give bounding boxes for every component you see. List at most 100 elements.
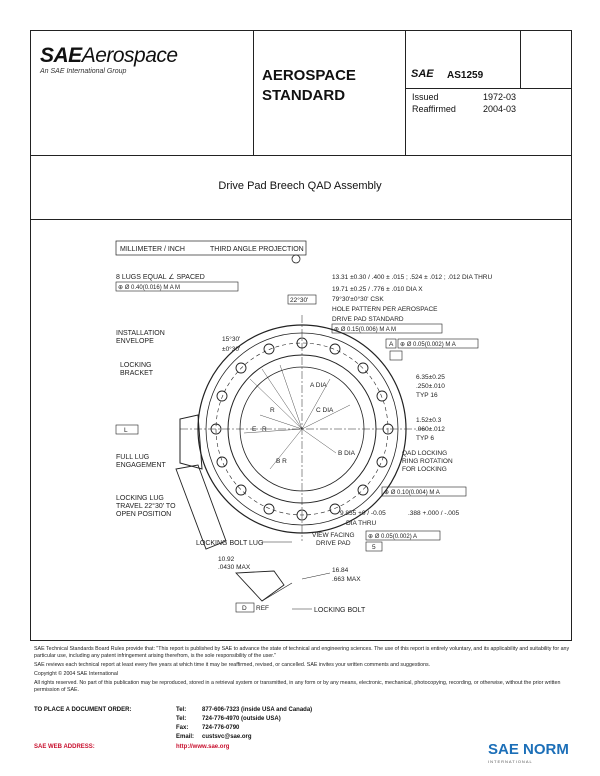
bolt-hole [329,343,341,355]
qad-ring-2: RING ROTATION [402,458,453,465]
bolt-hole [216,390,228,402]
label-r2: R [262,426,267,433]
sae-norm-sub: INTERNATIONAL [488,759,533,764]
bolt-hole [263,343,275,355]
dim-663: .663 MAX [332,576,361,583]
install-env-1: INSTALLATION [116,330,165,337]
label-cdia: C DIA [316,407,334,414]
bolt-hole [216,456,228,468]
view-facing-2: DRIVE PAD [316,540,351,547]
dim-0430: .0430 MAX [218,564,251,571]
frame-a-small-box [389,350,403,361]
radial-leaders [243,364,351,470]
lugs-frame: ⊕ Ø 0.40(0.016) M A M [118,285,180,291]
logo-aerospace: Aerospace [81,44,178,67]
footer-notice: SAE Technical Standards Board Rules prov… [34,646,574,694]
footer-copyright: Copyright © 2004 SAE International [34,671,118,677]
units-box [115,240,307,256]
bolt-hole [235,484,247,496]
locking-travel-3: OPEN POSITION [116,511,171,518]
footer-review: SAE reviews each technical report at lea… [34,662,431,668]
header-divider-left [253,30,254,156]
frame-5: 5 [372,544,376,551]
projection-note: THIRD ANGLE PROJECTION [210,246,304,253]
projection-symbol [291,254,301,264]
flange-assembly [175,315,430,550]
dim-635: 6.35±0.25 [416,374,445,381]
qad-ring-1: QAD LOCKING [402,450,447,457]
bolt-pattern-3: 79°30'±0°30' CSK [332,295,384,303]
label-e: E [252,426,257,433]
order-label: TO PLACE A DOCUMENT ORDER: [34,707,132,713]
typ-6: TYP 6 [416,435,434,442]
tel2-label: Tel: [176,716,187,722]
lugs-note: 8 LUGS EQUAL ∠ SPACED [116,273,205,281]
label-br: B R [276,458,287,465]
dim-060: .060±.012 [416,426,445,433]
full-lug-2: ENGAGEMENT [116,462,167,469]
dim-152: 1.52±0.3 [416,417,442,424]
standard-line-1: AEROSPACE [262,67,356,84]
standard-line-2: STANDARD [262,87,346,104]
angle-15: 15°30' [222,335,240,343]
frame-c-box [365,530,441,541]
label-adia: A DIA [310,382,327,389]
angle-15-tol: ±0°30' [222,345,240,353]
bolt-hole [357,484,369,496]
dim-1684: 16.84 [332,567,349,574]
angle-22-box [287,294,317,305]
frame-b-box [381,486,467,497]
footer-rules: SAE Technical Standards Board Rules prov… [34,646,570,659]
locking-bolt-lug: LOCKING BOLT LUG [196,540,263,547]
reaffirmed-label: Reaffirmed [412,104,456,114]
frame-005: ⊕ Ø 0.05(0.002) M A [400,342,456,348]
footer-rights: All rights reserved. No part of this pub… [34,680,561,693]
header-divider-right [405,30,406,156]
web-link[interactable]: http://www.sae.org [176,744,230,750]
bolt-hole [376,390,388,402]
bolt-hole [296,509,308,521]
typ-16: TYP 16 [416,392,438,399]
bolt-side-shaft [261,582,293,602]
dim-9855: 9.855 +0 / -0.05 [340,510,386,517]
frame-l: L [124,427,128,434]
tel-value: 877-606-7323 (inside USA and Canada) [202,707,313,713]
reaffirmed-value: 2004-03 [483,104,517,114]
issued-value: 1972-03 [483,92,517,102]
header-divider-doc [405,88,572,89]
standard-type: AEROSPACE STANDARD [262,66,392,106]
document-number: AS1259 [447,70,484,81]
bolt-frame: ⊕ Ø 0.15(0.006) M A M [334,327,396,333]
locking-bracket-2: BRACKET [120,370,154,377]
dim-1092: 10.92 [218,556,235,563]
frame-a-box [385,338,397,349]
locking-lug [179,414,203,470]
frame-5-box [365,541,383,552]
web-label: SAE WEB ADDRESS: [34,744,95,750]
bolt-holes [210,337,394,521]
bolt-hole [329,503,341,515]
bolt-hole [376,456,388,468]
frame-ref: D [242,605,247,612]
frame-b: ⊕ Ø 0.10(0.004) M A [384,490,440,496]
frame-c: ⊕ Ø 0.05(0.002) A [368,534,417,540]
frame-l-box [115,424,139,435]
email-value[interactable]: custsvc@sae.org [202,734,252,740]
frame-005-box [397,338,479,349]
label-bdia: B DIA [338,450,356,457]
sae-norm-logo: SAE NORM [488,741,569,758]
install-env-2: ENVELOPE [116,338,154,345]
fax-label: Fax: [176,725,189,731]
bolt-frame-box [331,323,443,334]
dim-1684-leader [301,572,331,580]
bolt-pattern-4: HOLE PATTERN PER AEROSPACE [332,306,438,313]
full-lug-1: FULL LUG [116,454,149,461]
bolt-hole [357,362,369,374]
units-note: MILLIMETER / INCH [120,246,185,253]
issued-label: Issued [412,92,439,102]
label-r: R [270,407,275,414]
bolt-pattern-2: 19.71 ±0.25 / .776 ± .010 DIA X [332,286,423,293]
header-divider-corner [520,30,521,88]
lugs-frame-box [115,281,239,292]
locking-travel-2: TRAVEL 22°30' TO [116,502,176,510]
